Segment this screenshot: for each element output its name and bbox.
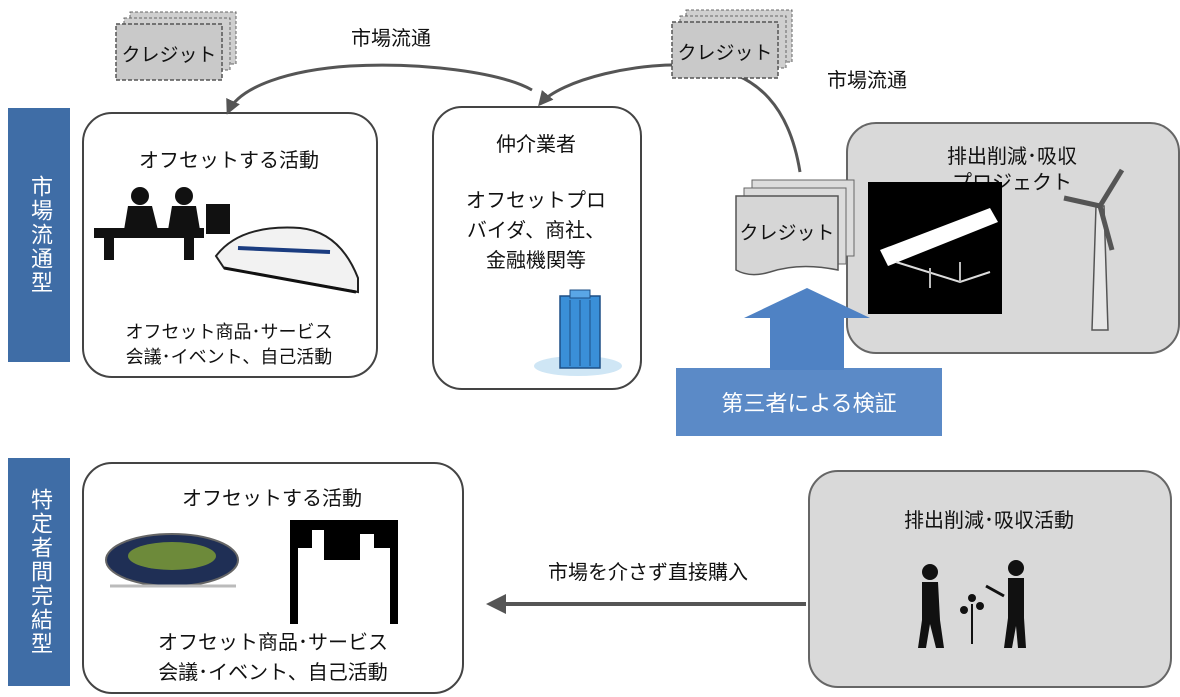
intermediary-line3: 金融機関等: [486, 248, 586, 272]
market-flow-arrow-right: [538, 63, 802, 173]
meeting-people-icon: [94, 187, 230, 260]
specific-party-band: 特定者間完結型: [8, 458, 70, 686]
specific-party-label: 特定者間完結型: [27, 488, 52, 656]
offset-activity-title-bottom: オフセットする活動: [182, 486, 362, 510]
train-icon: [214, 226, 359, 294]
market-distribution-label-right: 市場流通: [827, 68, 907, 92]
stadium-icon: [105, 533, 239, 588]
offset-activity-line2-bottom: 会議･イベント、自己活動: [158, 660, 388, 684]
offset-activity-line1-top: オフセット商品･サービス: [125, 322, 333, 343]
market-flow-arrow-left: [226, 63, 533, 115]
intermediary-box: [432, 106, 642, 390]
credit-label-right: クレジット: [677, 42, 773, 64]
offset-activity-line2-top: 会議･イベント、自己活動: [125, 347, 333, 368]
intermediary-title: 仲介業者: [496, 132, 576, 156]
reduction-activity-title: 排出削減･吸収活動: [904, 508, 1074, 532]
reduction-activity-box: [808, 470, 1172, 688]
solar-panel-icon: [868, 182, 1002, 314]
verification-label: 第三者による検証: [721, 392, 897, 417]
credit-label-left: クレジット: [121, 44, 217, 66]
direct-purchase-label: 市場を介さず直接購入: [548, 560, 748, 584]
credit-stack-left-icon: [115, 11, 237, 81]
wind-turbine-icon: [1063, 168, 1125, 331]
office-building-icon: [534, 289, 622, 376]
credit-stack-right-icon: [671, 9, 793, 79]
credit-label-project: クレジット: [739, 222, 835, 244]
tree-planting-people-icon: [918, 560, 1026, 648]
market-distribution-label: 市場流通型: [27, 175, 52, 295]
credit-stack-project-icon: [735, 179, 855, 276]
market-distribution-label-top: 市場流通: [351, 26, 431, 50]
verification-box: [676, 368, 942, 436]
offset-activity-line1-bottom: オフセット商品･サービス: [158, 630, 388, 654]
intermediary-line1: オフセットプロ: [466, 188, 606, 212]
market-distribution-band: 市場流通型: [8, 108, 70, 362]
reduction-project-title-line1: 排出削減･吸収: [947, 144, 1077, 168]
verification-up-arrow: [744, 288, 870, 370]
offset-activity-title-top: オフセットする活動: [139, 148, 319, 172]
intermediary-line2: バイダ、商社、: [466, 218, 606, 242]
cityscape-icon: [290, 520, 398, 624]
